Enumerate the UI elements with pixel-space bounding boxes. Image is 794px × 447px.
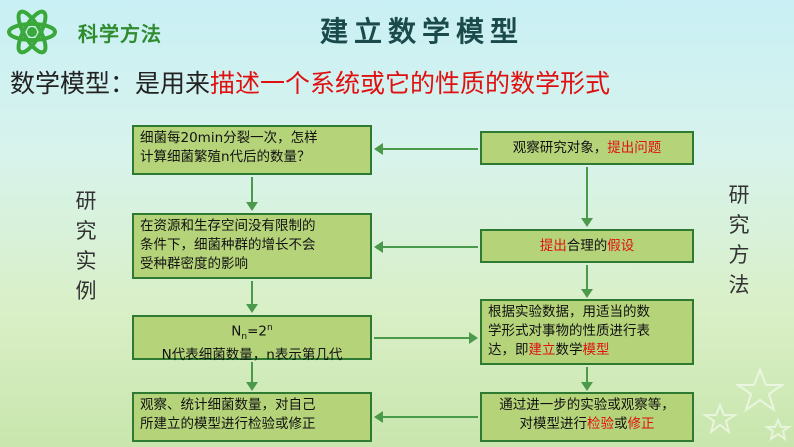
brand-label: 科学方法 (78, 22, 162, 46)
step-text: 条件下，细菌种群的增长不会 (140, 237, 316, 253)
left-label-char: 研 (75, 189, 97, 213)
atom-icon (7, 9, 57, 55)
step-text: 根据实验数据，用适当的数 (488, 304, 650, 320)
arrow-down (246, 362, 258, 391)
step-text: 通过进一步的实验或观察等， (499, 397, 675, 413)
step-text: 观察、统计细菌数量，对自己 (140, 397, 316, 413)
right-step-hypothesis: 提出合理的假设 (480, 229, 694, 263)
step-text: 受种群密度的影响 (140, 256, 248, 272)
step-text: 对模型进行 (519, 416, 588, 432)
step-text-highlight: 提出问题 (607, 140, 662, 156)
right-label-char: 究 (728, 213, 750, 237)
step-text-highlight: 假设 (607, 238, 635, 254)
arrow-right (374, 332, 478, 344)
step-text-highlight: 提出 (539, 238, 567, 254)
left-vertical-label: 研 究 实 例 (74, 186, 98, 306)
formula-eq: =2 (247, 323, 267, 340)
subtitle: 数学模型：是用来描述一个系统或它的性质的数学形式 (10, 64, 610, 100)
arrow-down (581, 367, 593, 391)
right-vertical-label: 研 究 方 法 (727, 180, 751, 300)
left-label-char: 实 (75, 249, 97, 273)
arrow-down (581, 167, 593, 227)
step-text: 合理的 (566, 238, 608, 254)
left-step-question: 细菌每20min分裂一次，怎样 计算细菌繁殖n代后的数量？ (132, 125, 372, 175)
step-text: 细菌每20min分裂一次，怎样 (140, 130, 318, 146)
right-label-char: 方 (728, 243, 750, 267)
left-step-formula: Nn=2n N代表细菌数量，n表示第几代 (132, 315, 372, 363)
right-label-char: 研 (728, 183, 750, 207)
right-step-model: 根据实验数据，用适当的数 学形式对事物的性质进行表 达，即建立数学模型 (480, 299, 694, 365)
formula-base: N (231, 323, 242, 340)
page-title: 建立数学模型 (320, 15, 525, 48)
subtitle-prefix: 数学模型：是用来 (10, 69, 211, 98)
subtitle-highlight: 描述一个系统或它的性质的数学形式 (210, 69, 611, 98)
step-text: 或 (614, 416, 628, 432)
step-text: N代表细菌数量，n表示第几代 (161, 347, 343, 364)
step-text: 学形式对事物的性质进行表 (488, 323, 650, 339)
right-step-question: 观察研究对象，提出问题 (480, 131, 694, 165)
step-text: 在资源和生存空间没有限制的 (140, 218, 316, 234)
right-label-char: 法 (728, 273, 750, 297)
left-label-char: 例 (75, 279, 97, 303)
right-step-verify: 通过进一步的实验或观察等， 对模型进行检验或修正 (480, 392, 694, 442)
arrow-left (374, 241, 478, 253)
step-text-highlight: 检验 (587, 416, 614, 432)
step-text-highlight: 模型 (582, 342, 610, 358)
formula-sub: n (241, 332, 248, 343)
arrow-left (374, 143, 478, 155)
step-text-highlight: 修正 (627, 416, 655, 432)
decorative-stars (701, 367, 793, 442)
step-text: 达，即 (488, 342, 529, 358)
step-text-line: 对模型进行检验或修正 (488, 415, 686, 434)
step-text: 数学 (555, 342, 583, 358)
step-text: 所建立的模型进行检验或修正 (140, 416, 316, 432)
arrow-down (581, 265, 593, 298)
left-label-char: 究 (75, 219, 97, 243)
formula-sup: n (267, 323, 273, 333)
left-step-verify: 观察、统计细菌数量，对自己 所建立的模型进行检验或修正 (132, 392, 372, 442)
arrow-left (374, 411, 478, 423)
left-step-hypothesis: 在资源和生存空间没有限制的 条件下，细菌种群的增长不会 受种群密度的影响 (132, 213, 372, 279)
step-text-line: 达，即建立数学模型 (488, 341, 686, 360)
arrow-down (246, 281, 258, 313)
step-text-highlight: 建立 (528, 342, 556, 358)
step-text: 计算细菌繁殖n代后的数量？ (140, 149, 311, 165)
formula: Nn=2n (140, 319, 364, 346)
step-text: 观察研究对象， (512, 140, 608, 156)
arrow-down (246, 177, 258, 211)
